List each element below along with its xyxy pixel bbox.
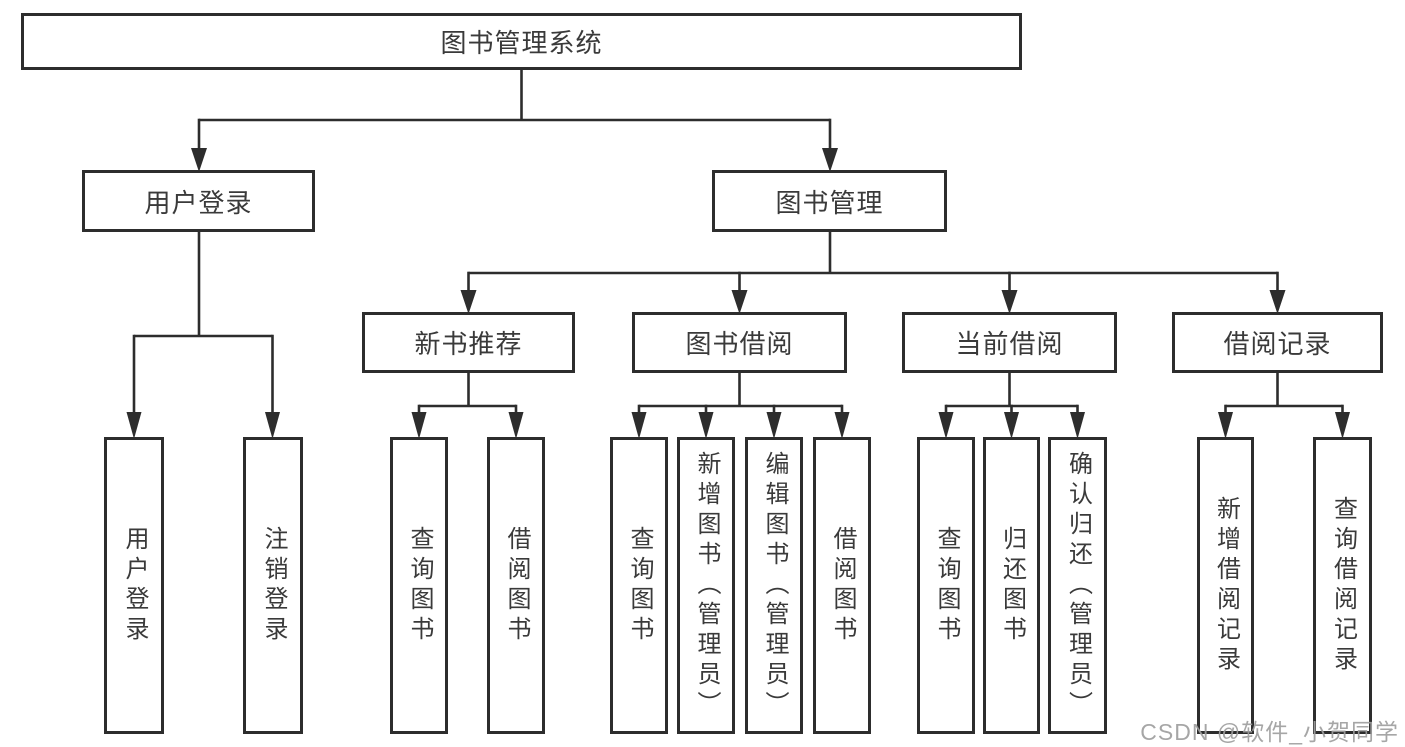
node-user-login: 用户登录 (82, 170, 315, 232)
node-label: 借阅图书 (503, 525, 530, 646)
leaf-query-books-recommend: 查询图书 (390, 437, 448, 734)
leaf-add-books-admin: 新增图书（管理员） (677, 437, 735, 734)
leaf-query-books-current: 查询图书 (917, 437, 975, 734)
leaf-borrow-books: 借阅图书 (813, 437, 871, 734)
node-new-book-recommend: 新书推荐 (362, 312, 575, 373)
node-book-management: 图书管理 (712, 170, 947, 232)
node-borrow-record: 借阅记录 (1172, 312, 1383, 373)
node-label: 借阅图书 (829, 525, 856, 646)
node-label: 确认归还（管理员） (1064, 450, 1092, 721)
node-label: 新增图书（管理员） (693, 450, 720, 721)
leaf-confirm-return-admin: 确认归还（管理员） (1048, 437, 1107, 734)
node-label: 图书管理系统 (440, 28, 603, 58)
node-current-borrow: 当前借阅 (902, 312, 1117, 373)
node-root-library-system: 图书管理系统 (21, 13, 1022, 70)
leaf-query-books-borrow: 查询图书 (610, 437, 668, 734)
node-label: 新增借阅记录 (1212, 495, 1240, 676)
node-label: 新书推荐 (414, 329, 523, 359)
node-label: 编辑图书（管理员） (761, 450, 788, 721)
node-label: 用户登录 (144, 187, 253, 218)
csdn-watermark: CSDN @软件_小贺同学 (1140, 719, 1399, 745)
node-label: 查询图书 (933, 525, 960, 646)
leaf-user-login: 用户登录 (104, 437, 164, 734)
node-label: 当前借阅 (955, 329, 1064, 359)
node-label: 图书管理 (775, 187, 884, 218)
leaf-edit-books-admin: 编辑图书（管理员） (745, 437, 803, 734)
node-label: 用户登录 (121, 525, 148, 646)
node-label: 借阅记录 (1223, 329, 1332, 359)
node-book-borrow: 图书借阅 (632, 312, 847, 373)
leaf-logout: 注销登录 (243, 437, 303, 734)
leaf-borrow-books-recommend: 借阅图书 (487, 437, 545, 734)
node-label: 图书借阅 (685, 329, 794, 359)
node-label: 注销登录 (260, 525, 287, 646)
node-label: 归还图书 (998, 525, 1026, 646)
leaf-return-books: 归还图书 (983, 437, 1040, 734)
leaf-query-borrow-record: 查询借阅记录 (1313, 437, 1372, 734)
node-label: 查询图书 (406, 525, 433, 646)
node-label: 查询借阅记录 (1329, 495, 1357, 676)
node-label: 查询图书 (626, 525, 653, 646)
leaf-add-borrow-record: 新增借阅记录 (1197, 437, 1254, 734)
